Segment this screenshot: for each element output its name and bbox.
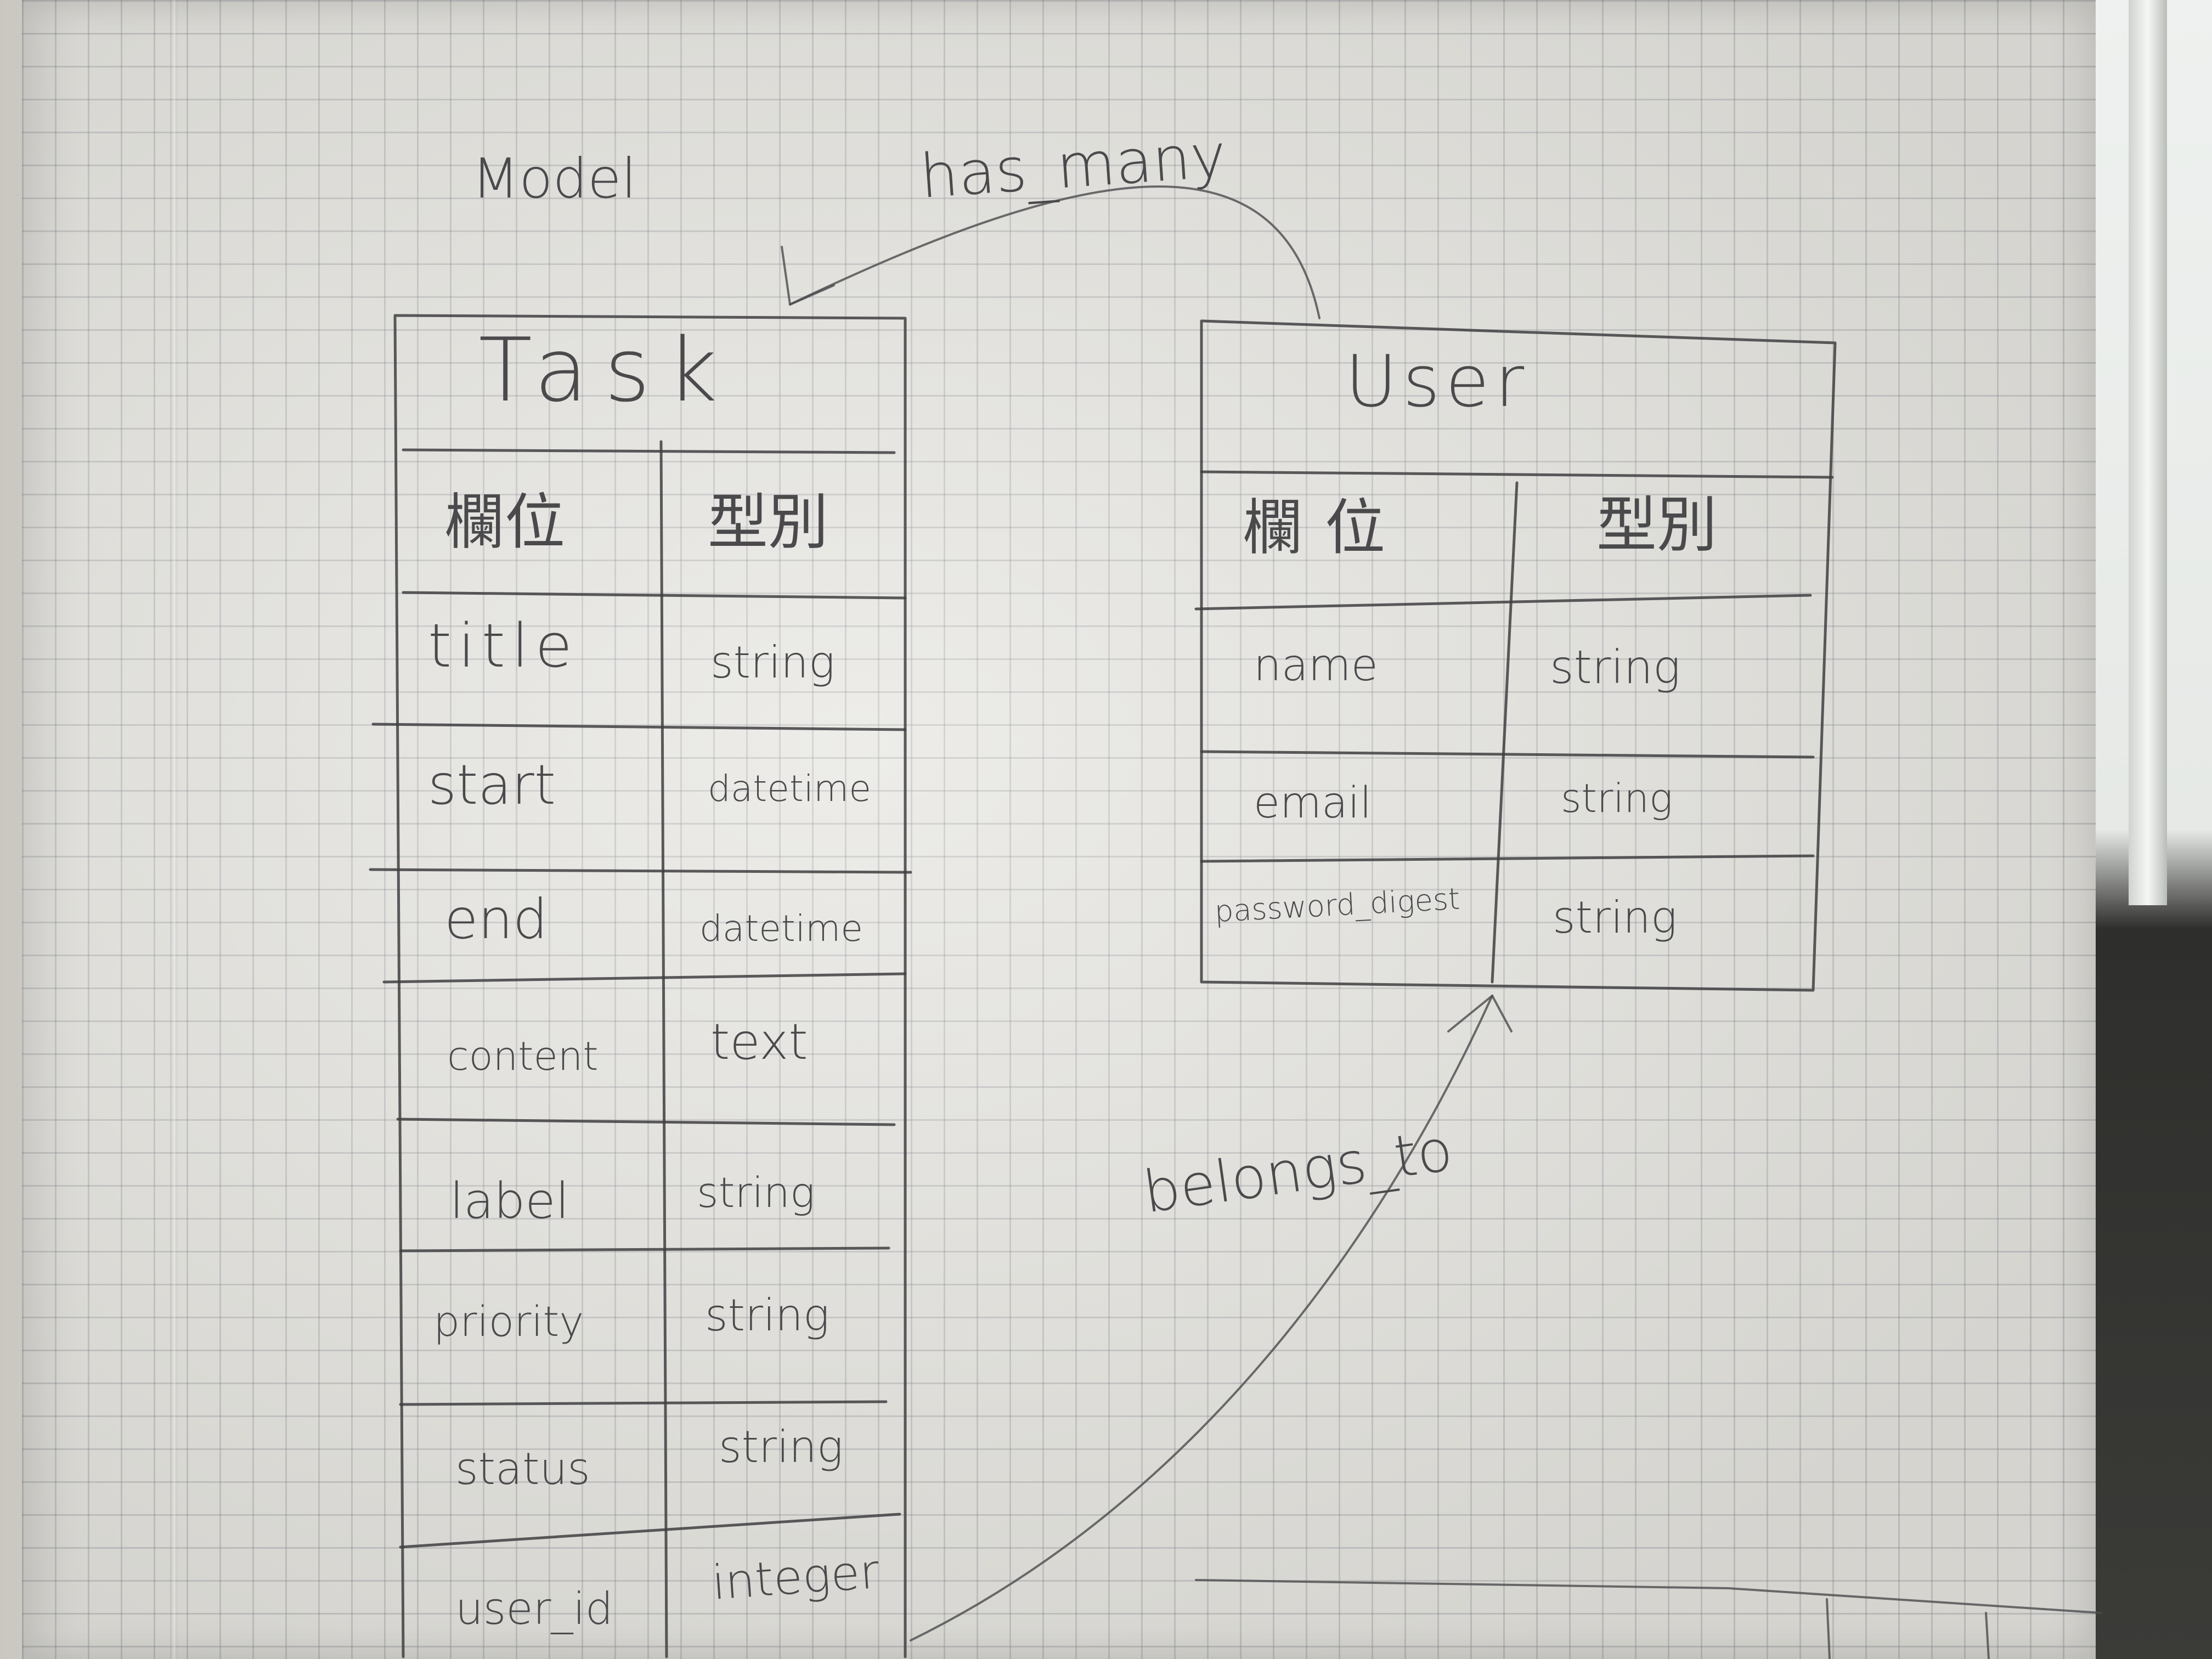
task-field-end: end <box>444 887 548 951</box>
task-row-line <box>371 723 907 731</box>
task-type-start: datetime <box>708 768 871 810</box>
task-field-user-id: user_id <box>455 1583 613 1634</box>
task-type-end: datetime <box>699 907 863 950</box>
user-table: User 欄位 型別 name string email string pass… <box>1194 319 1837 992</box>
task-row-line <box>382 972 907 984</box>
has-many-arrowhead <box>781 246 835 306</box>
belongs-to-arrowhead <box>1447 995 1513 1032</box>
user-field-name: name <box>1254 640 1378 691</box>
task-row-line <box>402 591 907 600</box>
user-table-frame <box>1200 319 1837 992</box>
user-header-field: 欄位 <box>1243 493 1407 563</box>
task-field-priority: priority <box>433 1297 584 1346</box>
user-row-line <box>1200 750 1815 759</box>
user-field-email: email <box>1254 778 1372 828</box>
has-many-arrow <box>789 185 1321 319</box>
belongs-to-arrow <box>910 995 1493 1641</box>
task-table-name: Task <box>478 319 733 421</box>
task-type-label: string <box>697 1168 815 1217</box>
task-header-field: 欄位 <box>444 487 565 557</box>
task-type-content: text <box>710 1013 808 1071</box>
stray-line-bottom <box>1195 1579 2102 1614</box>
diagram-title: Model <box>472 146 636 211</box>
task-type-user-id: integer <box>710 1544 881 1611</box>
paper-fold-line <box>170 0 178 1659</box>
task-row-line <box>399 1246 890 1252</box>
task-field-label: label <box>450 1172 569 1230</box>
task-row-line <box>369 868 912 874</box>
task-row-line <box>399 1513 901 1549</box>
task-type-priority: string <box>705 1290 830 1341</box>
task-table-frame <box>393 314 907 1658</box>
has-many-label: has_many <box>918 120 1228 212</box>
background-window-frame <box>2129 0 2167 905</box>
task-column-divider <box>659 440 668 1658</box>
user-table-name: User <box>1345 340 1530 423</box>
user-type-name: string <box>1550 640 1680 694</box>
user-type-email: string <box>1561 775 1673 821</box>
user-type-password-digest: string <box>1553 892 1677 943</box>
task-field-start: start <box>428 753 556 817</box>
stray-marks-bottom <box>1826 1598 1990 1659</box>
belongs-to-label: belongs_to <box>1139 1116 1457 1226</box>
task-row-line <box>399 1400 888 1406</box>
task-type-title: string <box>710 637 835 688</box>
user-row-line <box>1200 470 1834 479</box>
user-row-line <box>1194 594 1812 611</box>
task-header-type: 型別 <box>708 487 828 557</box>
user-row-line <box>1200 854 1815 863</box>
task-field-status: status <box>455 1443 590 1494</box>
user-header-type: 型別 <box>1596 490 1717 560</box>
task-table: Task 欄位 型別 title string start datetime e… <box>369 314 912 1658</box>
task-field-content: content <box>447 1033 599 1079</box>
user-field-password-digest: password_digest <box>1214 882 1460 929</box>
task-row-line <box>402 448 896 454</box>
task-type-status: string <box>719 1421 843 1472</box>
task-field-title: title <box>428 611 579 681</box>
task-row-line <box>396 1118 896 1126</box>
user-column-divider <box>1491 481 1519 984</box>
